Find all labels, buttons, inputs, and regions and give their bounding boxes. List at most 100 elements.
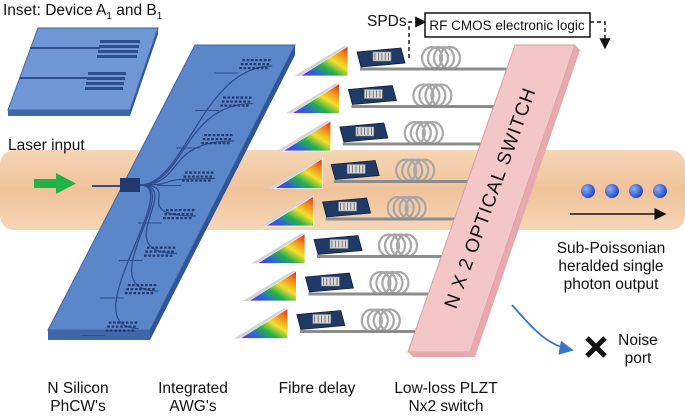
- chip-grating-arrays: [105, 59, 271, 332]
- grating-dot: [243, 100, 246, 103]
- grating-dot: [206, 171, 210, 174]
- grating-dot: [105, 329, 109, 332]
- photon-train: [581, 184, 667, 198]
- grating-dot: [118, 329, 122, 332]
- noise-line-2: port: [624, 350, 652, 367]
- awg-prism-edge: [251, 233, 305, 264]
- grating-dot: [192, 175, 195, 178]
- grating-dot: [134, 288, 138, 291]
- grating-dot: [151, 246, 154, 249]
- grating-dot: [249, 63, 253, 66]
- grating-dot: [185, 171, 188, 174]
- waveguide: [139, 177, 216, 186]
- awg-prism-edge: [233, 308, 288, 339]
- photon: [605, 184, 619, 198]
- grating-dot: [234, 100, 238, 103]
- grating-dot: [256, 67, 260, 70]
- grating-dot: [120, 325, 123, 328]
- label-silicon-phcw-line-2: PhCW's: [50, 398, 106, 415]
- grating-dot: [175, 217, 179, 220]
- grating-dot: [214, 142, 217, 145]
- grating-dot: [166, 209, 169, 212]
- grating-dot: [263, 59, 267, 62]
- grating-dot: [252, 67, 255, 70]
- grating-dot: [126, 288, 129, 291]
- grating-dot: [199, 179, 202, 182]
- grating-dot: [197, 171, 201, 174]
- grating-dot: [191, 209, 195, 212]
- grating-dot: [148, 254, 151, 257]
- grating-dot: [127, 329, 130, 332]
- inset-sub-a: 1: [106, 11, 112, 23]
- grating-dot: [114, 329, 117, 332]
- grating-dot: [139, 288, 142, 291]
- label-silicon-phcw-line-1: N Silicon: [47, 380, 109, 397]
- laser-input-label: Laser input: [8, 137, 85, 154]
- grating-dot: [224, 138, 227, 141]
- inset-label-text: Inset: Device A: [3, 2, 107, 19]
- grating-dot: [203, 179, 207, 182]
- grating-dot: [210, 171, 214, 174]
- noise-x-icon: [585, 336, 607, 358]
- grating-dot: [181, 213, 185, 216]
- silicon-chip: [47, 44, 296, 340]
- label-silicon-phcw: N Silicon PhCW's: [18, 380, 138, 416]
- grating-dot: [237, 104, 241, 107]
- grating-dot: [246, 104, 249, 107]
- grating-dot: [212, 134, 216, 137]
- grating-dot: [168, 246, 172, 249]
- label-plzt-switch-line-1: Low-loss PLZT: [394, 380, 498, 397]
- grating-dot: [145, 284, 148, 287]
- channel: [259, 195, 468, 227]
- grating-dot: [224, 104, 228, 107]
- channels: [233, 45, 518, 339]
- grating-dot: [130, 288, 134, 291]
- grating-dot: [166, 250, 170, 253]
- awg-prism-edge: [285, 83, 340, 114]
- grating-dot: [127, 284, 131, 287]
- grating-dot: [262, 63, 265, 66]
- label-integrated-awg-line-2: AWG's: [169, 398, 217, 415]
- awg-prism-edge: [276, 121, 331, 151]
- grating-dot: [187, 175, 191, 178]
- grating-dot: [107, 325, 110, 328]
- grating-dot: [124, 292, 128, 295]
- grating-dot: [259, 59, 263, 62]
- channel: [251, 232, 456, 264]
- grating-dot: [156, 254, 160, 257]
- grating-dot: [180, 217, 183, 220]
- grating-dot: [223, 96, 226, 99]
- grating-dot: [243, 67, 247, 70]
- grating-dot: [229, 134, 233, 137]
- waveguide: [139, 65, 273, 186]
- grating-dot: [129, 292, 132, 295]
- grating-dot: [182, 179, 185, 182]
- waveguide: [139, 140, 235, 186]
- grating-dot: [150, 292, 154, 295]
- channel: [242, 270, 443, 302]
- awg-prism-edge: [294, 46, 348, 76]
- awg-prism-edge: [259, 196, 314, 226]
- grating-dot: [196, 175, 200, 178]
- grating-dot: [121, 321, 125, 324]
- grating-dot: [190, 213, 193, 216]
- grating-dot: [154, 250, 157, 253]
- grating-dot: [236, 96, 239, 99]
- splitter-block: [120, 178, 140, 192]
- chip-waveguides: [80, 65, 273, 336]
- output-line-1: Sub-Poissonian: [556, 240, 666, 257]
- waveguide: [139, 184, 197, 217]
- awg-prism-edge: [268, 158, 323, 189]
- grating-dot: [231, 96, 235, 99]
- grating-dot: [128, 325, 132, 328]
- output-line-2: heralded single: [558, 258, 664, 275]
- grating-dot: [218, 142, 221, 145]
- label-integrated-awg: Integrated AWG's: [138, 380, 248, 416]
- grating-dot: [268, 59, 271, 62]
- grating-dot: [171, 250, 174, 253]
- grating-dot: [183, 175, 187, 178]
- photon: [629, 184, 643, 198]
- grating-dot: [266, 63, 270, 66]
- grating-dot: [228, 104, 232, 107]
- grating-dot: [206, 138, 210, 141]
